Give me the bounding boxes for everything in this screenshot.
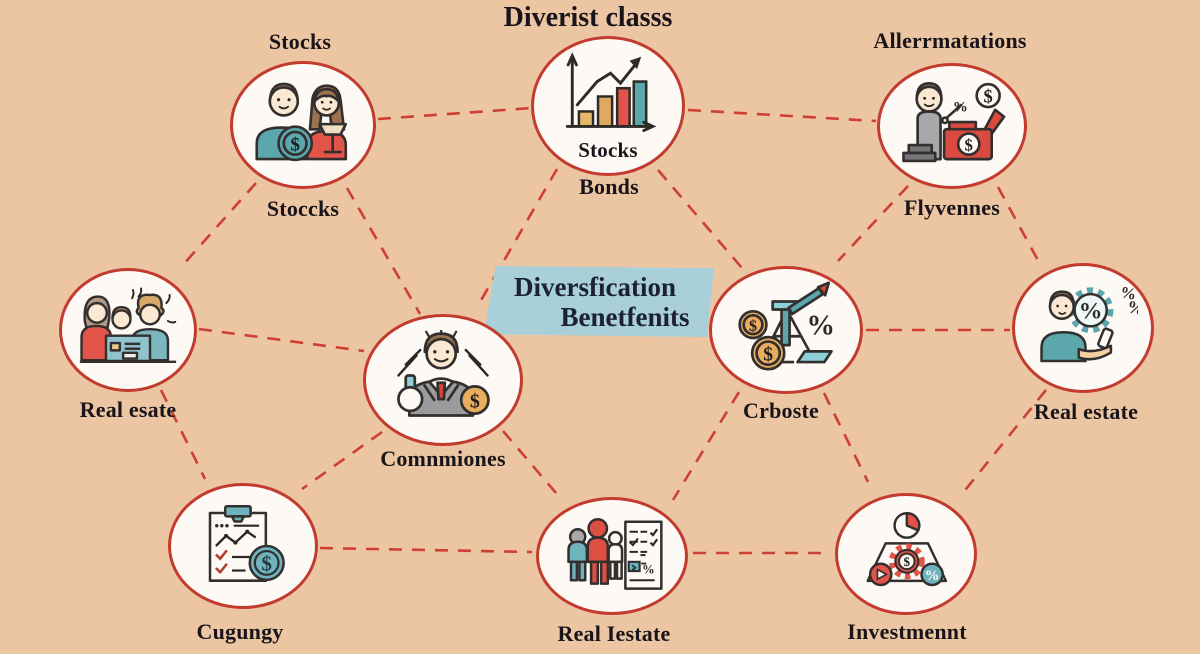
dollar-glyph: $ xyxy=(904,554,911,569)
percent-glyph: % xyxy=(642,563,655,577)
dollar-glyph: $ xyxy=(749,318,757,335)
label-stoccks: Stoccks xyxy=(266,196,340,221)
label-commodities: Comnmiones xyxy=(380,446,506,471)
dollar-glyph: $ xyxy=(261,552,272,576)
connector xyxy=(478,168,559,303)
couple-coin-icon: $ xyxy=(255,82,348,162)
node-real-estate-bottom: % xyxy=(536,497,688,615)
connector xyxy=(837,185,909,262)
connector xyxy=(671,391,741,501)
node-currency: $ xyxy=(168,483,318,609)
page-title: Diverist classs xyxy=(503,2,673,33)
connector xyxy=(319,546,533,554)
percent-glyph: % xyxy=(1079,299,1103,325)
banner-line-1: Diversfication xyxy=(514,272,676,302)
diversification-benefits-banner: Diversfication Benetfenits xyxy=(484,266,714,337)
oil-derrick-coins-icon: % $ $ xyxy=(738,281,835,371)
dollar-glyph: $ xyxy=(290,134,300,155)
dollar-glyph: $ xyxy=(470,390,480,412)
label-cugungy: Cugungy xyxy=(196,619,284,644)
banner-line-2: Benetfenits xyxy=(560,302,690,332)
label-real-estate-right: Real estate xyxy=(1033,399,1139,424)
percent-glyph: % xyxy=(925,568,940,584)
man-machine-money-icon: % $ $ xyxy=(902,81,1006,162)
connector xyxy=(822,392,870,483)
node-alternatives: % $ $ xyxy=(877,63,1027,189)
node-commodities: $ xyxy=(363,314,523,446)
connector xyxy=(159,389,207,480)
label-investment: Investmennt xyxy=(847,619,967,644)
connector xyxy=(345,187,422,315)
dollar-glyph: $ xyxy=(984,87,993,107)
family-desk-icon xyxy=(79,287,177,364)
person-percent-gear-icon: % % % xyxy=(1040,284,1138,363)
label-stocks-above: Stocks xyxy=(268,29,332,54)
clipboard-chart-coin-icon: $ xyxy=(208,504,285,582)
label-stocks-inside: Stocks xyxy=(578,138,638,162)
connector xyxy=(657,169,743,269)
label-alternatives: Allerrmatations xyxy=(873,28,1027,53)
label-crboste: Crboste xyxy=(743,398,819,423)
funnel-gear-pie-icon: $ % xyxy=(866,512,948,587)
node-real-estate-left xyxy=(59,268,197,392)
node-oil: % $ $ xyxy=(709,266,863,394)
node-stocks-bonds xyxy=(531,36,685,176)
people-checklist-icon: % xyxy=(567,517,663,590)
percent-glyph: % xyxy=(953,99,968,115)
bar-chart-growth-icon xyxy=(565,52,657,133)
percent-glyph: % xyxy=(1119,284,1138,304)
connector xyxy=(996,186,1042,265)
dollar-glyph: $ xyxy=(763,344,773,365)
connector xyxy=(502,430,557,494)
connector xyxy=(181,182,257,267)
connector xyxy=(687,108,877,123)
percent-glyph: % xyxy=(1125,296,1138,319)
dollar-glyph: $ xyxy=(965,135,973,154)
node-real-estate-right: % % % xyxy=(1012,263,1154,393)
node-investment: $ % xyxy=(835,493,977,615)
connector xyxy=(301,430,383,491)
percent-glyph: % xyxy=(806,310,835,341)
node-stocks-top-left: $ xyxy=(230,61,376,189)
connector xyxy=(198,327,365,353)
label-bonds: Bonds xyxy=(579,174,639,199)
label-flyvennes: Flyvennes xyxy=(904,195,1000,220)
businessman-flask-coin-icon: $ xyxy=(397,330,490,417)
label-real-iestate: Real Iestate xyxy=(557,621,671,646)
connector xyxy=(377,106,533,121)
label-real-esate: Real esate xyxy=(79,397,177,422)
